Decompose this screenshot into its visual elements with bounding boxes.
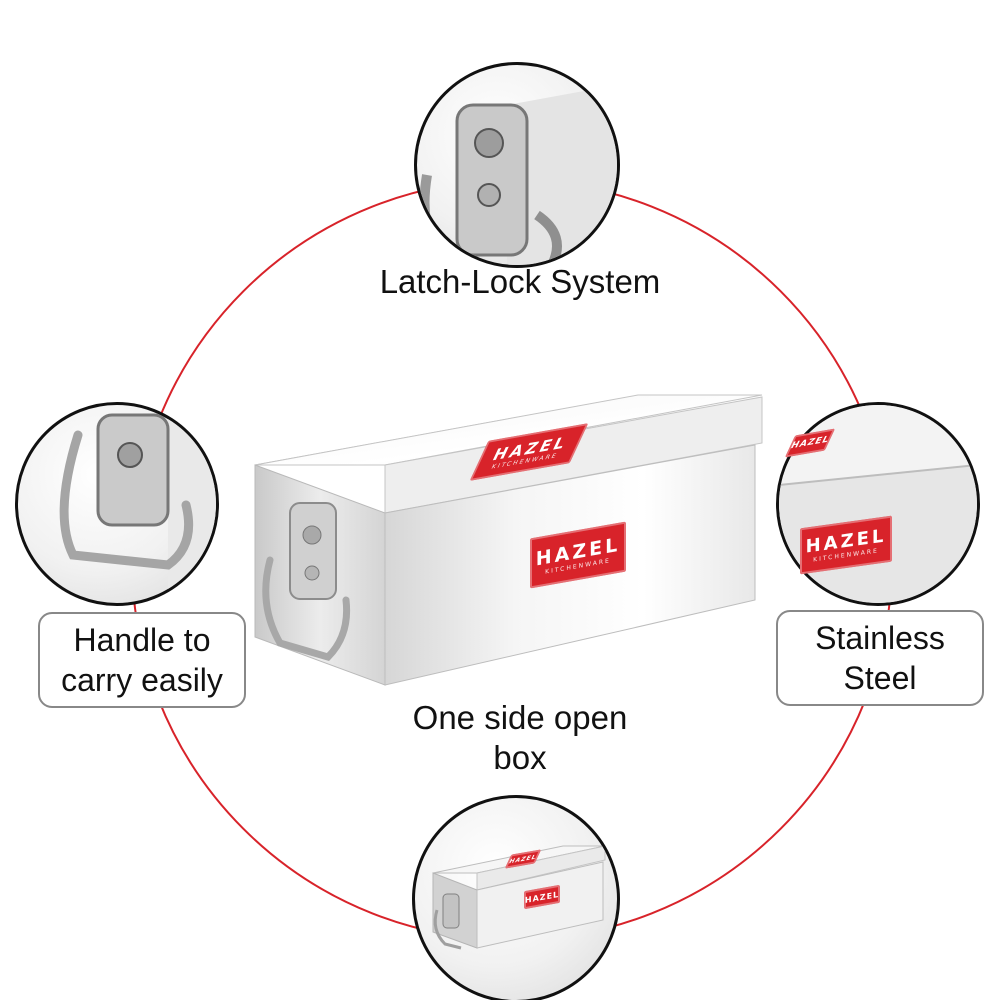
steel-caption-line2: Steel — [843, 660, 917, 696]
brand-text: HAZEL — [524, 889, 560, 905]
handle-caption-box: Handle to carry easily — [38, 612, 246, 708]
brand-text: HAZEL — [507, 853, 539, 865]
latch-closeup-bubble — [414, 62, 620, 268]
brand-text: HAZEL — [788, 434, 832, 452]
open-box-caption-line1: One side open — [412, 699, 628, 736]
steel-box-icon — [432, 845, 606, 950]
latch-icon — [419, 85, 617, 265]
latch-icon — [262, 502, 351, 661]
steel-box-main-image — [254, 394, 763, 686]
handle-caption-line2: carry easily — [61, 662, 223, 698]
handle-icon — [18, 405, 216, 603]
handle-closeup-bubble — [15, 402, 219, 606]
open-box-caption-line2: box — [493, 739, 547, 776]
handle-caption-line1: Handle to — [73, 622, 211, 658]
steel-caption-box: Stainless Steel — [776, 610, 984, 706]
open-box-caption: One side open box — [330, 698, 710, 778]
steel-caption-line1: Stainless — [815, 620, 945, 656]
box-overview-bubble — [412, 795, 620, 1000]
latch-caption: Latch-Lock System — [379, 263, 661, 300]
